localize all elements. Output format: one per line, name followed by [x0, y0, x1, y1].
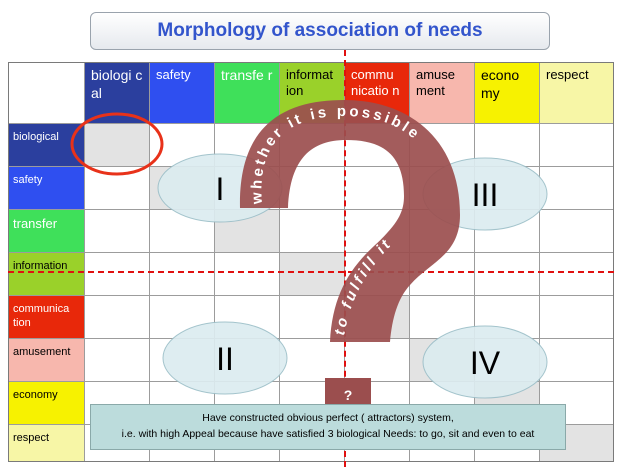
- vertical-divider: [344, 50, 346, 467]
- matrix-cell: [540, 167, 613, 210]
- matrix-cell: [540, 210, 613, 253]
- matrix-cell: [85, 124, 150, 167]
- quadrant-label-3: III: [472, 177, 499, 213]
- matrix-cell: [150, 253, 215, 296]
- matrix-cell: [345, 167, 410, 210]
- matrix-cell: [85, 210, 150, 253]
- highlight-circle: [70, 112, 164, 176]
- question-box: [325, 378, 371, 408]
- matrix-cell: [540, 339, 613, 382]
- caption-box: Have constructed obvious perfect ( attra…: [90, 404, 566, 450]
- page-title: Morphology of association of needs: [157, 20, 483, 41]
- matrix-cell: [85, 296, 150, 339]
- quadrant-ellipse-2: [162, 321, 288, 395]
- matrix-cell: [475, 253, 540, 296]
- corner-cell: [9, 63, 85, 124]
- matrix-cell: [540, 296, 613, 339]
- quadrant-label-4: IV: [470, 345, 501, 381]
- quadrant-ellipse-4: [422, 325, 548, 399]
- row-header-respect: respect: [9, 425, 85, 461]
- matrix-cell: [540, 124, 613, 167]
- caption-line-1: Have constructed obvious perfect ( attra…: [202, 412, 454, 424]
- row-header-safety: safety: [9, 167, 85, 210]
- matrix-cell: [85, 339, 150, 382]
- col-header-safety: safety: [150, 63, 215, 124]
- matrix-cell: [345, 339, 410, 382]
- matrix-cell: [85, 253, 150, 296]
- row-header-transfer: transfer: [9, 210, 85, 253]
- col-header-amusement: amuse ment: [410, 63, 475, 124]
- col-header-respect: respect: [540, 63, 613, 124]
- title-box: Morphology of association of needs: [90, 12, 550, 50]
- matrix-cell: [280, 339, 345, 382]
- col-header-economy: econo my: [475, 63, 540, 124]
- horizontal-divider: [8, 271, 614, 273]
- matrix-cell: [215, 253, 280, 296]
- quadrant-label-1: I: [216, 171, 225, 207]
- question-box-label: ?: [344, 387, 353, 403]
- row-header-amusement: amusement: [9, 339, 85, 382]
- row-header-communication: communica tion: [9, 296, 85, 339]
- caption-line-2: i.e. with high Appeal because have satis…: [121, 427, 535, 440]
- matrix-cell: [540, 253, 613, 296]
- col-header-transfer: transfe r: [215, 63, 280, 124]
- row-header-economy: economy: [9, 382, 85, 425]
- question-mark: [239, 100, 460, 408]
- row-header-information: information: [9, 253, 85, 296]
- quadrant-label-2: II: [216, 341, 234, 377]
